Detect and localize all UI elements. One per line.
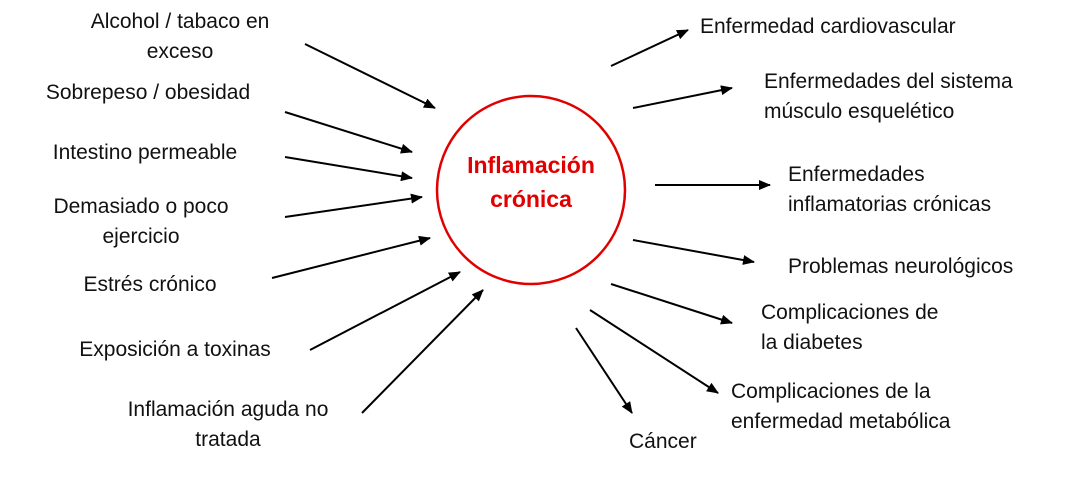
center-line-2: crónica: [490, 186, 572, 212]
arrow-effect-2: [632, 85, 733, 109]
label-line: Estrés crónico: [83, 273, 217, 296]
label-line: Sobrepeso / obesidad: [45, 81, 251, 104]
label-line: Enfermedades del sistema: [764, 70, 1013, 93]
cause-untreated-acute: Inflamación aguda no tratada: [98, 395, 358, 455]
arrow-effect-4: [632, 239, 755, 265]
effect-musculoskeletal: Enfermedades del sistema músculo esquelét…: [764, 67, 1013, 127]
label-line: Complicaciones de: [761, 301, 939, 324]
cause-toxins: Exposición a toxinas: [45, 335, 305, 365]
label-line: ejercicio: [102, 225, 180, 248]
label-line: Cáncer: [629, 430, 697, 453]
cause-leaky-gut: Intestino permeable: [25, 138, 265, 168]
label-line: músculo esquelético: [764, 100, 955, 123]
center-circle: [435, 94, 627, 286]
arrow-cause-5: [271, 235, 431, 279]
arrow-cause-1: [304, 43, 436, 109]
arrow-cause-4: [284, 193, 423, 218]
label-line: Enfermedades: [788, 163, 925, 186]
arrow-cause-7: [361, 289, 484, 414]
label-line: Inflamación aguda no: [127, 398, 329, 421]
label-line: Demasiado o poco: [53, 195, 229, 218]
label-line: Alcohol / tabaco en: [90, 10, 270, 33]
cause-alcohol-tobacco: Alcohol / tabaco en exceso: [60, 7, 300, 67]
center-label: Inflamación crónica: [436, 148, 626, 216]
label-line: Complicaciones de la: [731, 380, 931, 403]
arrow-cause-2: [284, 111, 413, 154]
center-line-1: Inflamación: [467, 152, 595, 178]
cause-stress: Estrés crónico: [30, 270, 270, 300]
label-line: inflamatorias crónicas: [788, 193, 992, 216]
arrow-effect-7: [575, 327, 633, 414]
effect-metabolic: Complicaciones de la enfermedad metabólic…: [731, 377, 950, 437]
cause-exercise: Demasiado o poco ejercicio: [21, 192, 261, 252]
label-line: Intestino permeable: [52, 141, 238, 164]
arrow-cause-3: [284, 156, 413, 182]
label-line: Enfermedad cardiovascular: [700, 15, 956, 38]
label-line: la diabetes: [761, 331, 863, 354]
effect-cardiovascular: Enfermedad cardiovascular: [700, 12, 956, 42]
arrow-effect-6: [589, 309, 719, 394]
arrow-cause-6: [309, 271, 461, 351]
arrow-effect-5: [610, 283, 733, 325]
effect-diabetes: Complicaciones de la diabetes: [761, 298, 938, 358]
label-line: exceso: [146, 40, 214, 63]
cause-overweight: Sobrepeso / obesidad: [18, 78, 278, 108]
label-line: tratada: [195, 428, 261, 451]
effect-cancer: Cáncer: [629, 427, 697, 457]
label-line: enfermedad metabólica: [731, 410, 951, 433]
label-line: Exposición a toxinas: [79, 338, 271, 361]
arrow-effect-1: [610, 29, 689, 67]
label-line: Problemas neurológicos: [788, 255, 1014, 278]
effect-chronic-inflammatory: Enfermedades inflamatorias crónicas: [788, 160, 991, 220]
effect-neurological: Problemas neurológicos: [788, 252, 1013, 282]
